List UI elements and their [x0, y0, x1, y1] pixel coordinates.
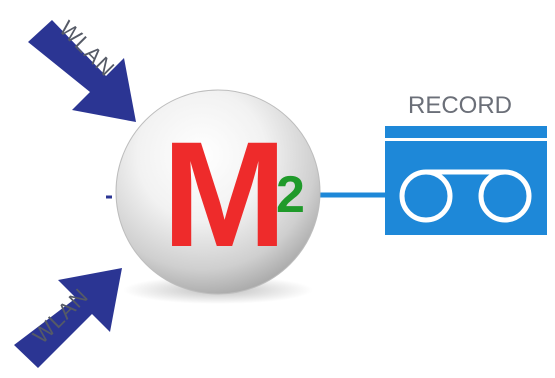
record-box: [385, 126, 547, 235]
hub-letter: M: [162, 110, 287, 278]
record-label: RECORD: [408, 92, 512, 119]
cassette-tape-icon: [399, 169, 532, 223]
arrow-top-shape: [28, 20, 136, 122]
hub-node: M 2: [115, 89, 321, 304]
hub-superscript: 2: [276, 166, 305, 224]
arrow-bottom-shape: [14, 268, 122, 368]
record-box-topbar: [385, 126, 547, 138]
wlan-arrow-bottom: WLAN: [14, 268, 122, 368]
hub-sphere: [115, 89, 321, 295]
record-box-body: [385, 141, 547, 235]
wlan-arrow-top: WLAN: [28, 16, 136, 122]
